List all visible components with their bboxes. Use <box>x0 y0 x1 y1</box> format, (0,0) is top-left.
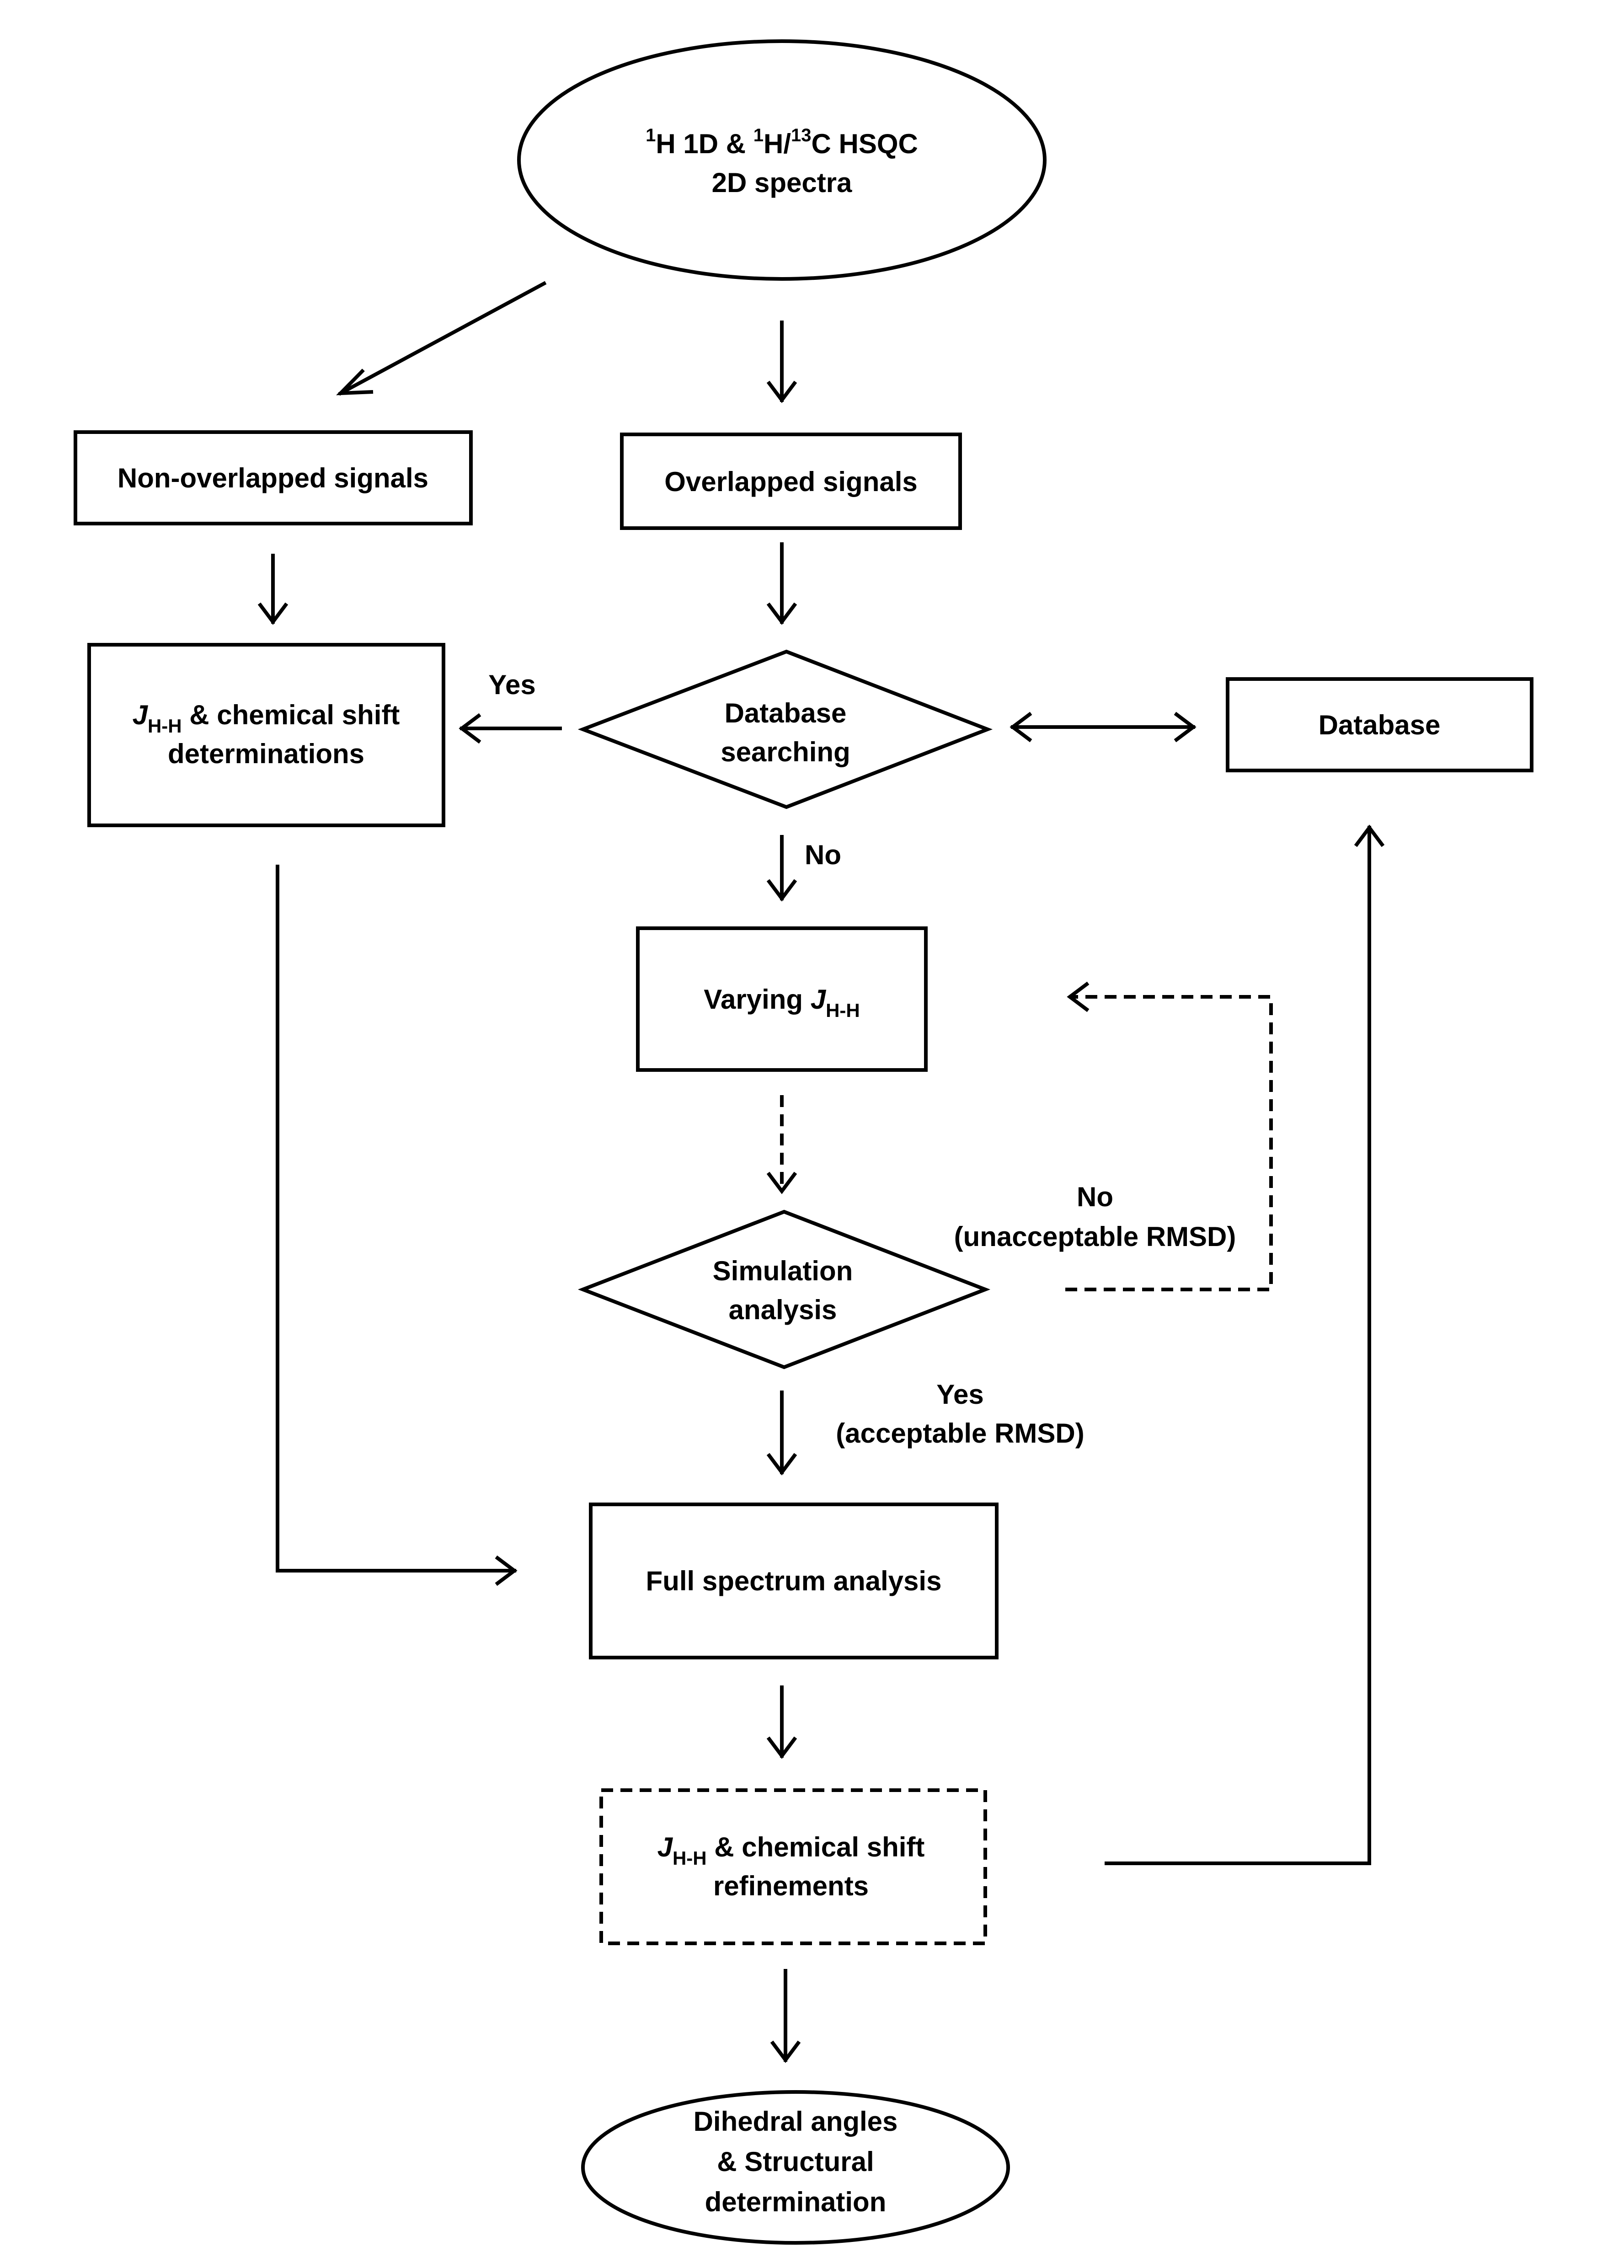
end-line2: & Structural <box>717 2146 874 2177</box>
arrow-varying-to-simulation <box>766 1095 797 1194</box>
label-yes-accept-line1: Yes <box>936 1379 983 1410</box>
overlapped-label: Overlapped signals <box>664 466 918 497</box>
arrow-db-search-database <box>1010 711 1197 743</box>
arrow-start-to-non-overlapped <box>336 281 547 396</box>
full-spectrum-node: Full spectrum analysis <box>589 1503 999 1659</box>
arrow-simulation-loop-no <box>1065 981 1273 1291</box>
jhh-det-line2: determinations <box>168 738 364 769</box>
start-part-b: H/ <box>764 128 791 159</box>
arrow-refinements-to-end <box>770 1969 801 2063</box>
varying-symbol: J <box>811 984 827 1015</box>
svg-text:JH-H & chemical shift: JH-H & chemical shift <box>133 700 400 737</box>
start-sup3: 13 <box>791 125 812 145</box>
varying-jhh-node: Varying JH-H <box>636 926 928 1072</box>
arrow-overlapped-to-db-search <box>766 542 797 625</box>
full-spectrum-label: Full spectrum analysis <box>646 1566 942 1596</box>
end-line1: Dihedral angles <box>694 2106 898 2137</box>
arrow-db-search-no <box>766 835 797 902</box>
arrow-start-to-overlapped <box>766 321 797 403</box>
arrow-non-overlapped-to-determinations <box>257 554 288 625</box>
database-label: Database <box>1319 710 1441 740</box>
label-no: No <box>805 840 841 870</box>
jhh-ref-symbol: J <box>657 1832 673 1862</box>
jhh-ref-sub: H-H <box>673 1847 707 1869</box>
varying-sub: H-H <box>826 1000 860 1021</box>
jhh-det-symbol: J <box>133 700 149 730</box>
arrow-refinements-to-database <box>1105 824 1385 1865</box>
database-node: Database <box>1226 677 1533 772</box>
jhh-det-rest: & chemical shift <box>182 700 400 730</box>
label-yes-accept-line2: (acceptable RMSD) <box>836 1418 1084 1449</box>
jhh-determinations-node: JH-H & chemical shift determinations <box>87 643 445 827</box>
start-part-a: H 1D & <box>656 128 753 159</box>
jhh-ref-line2: refinements <box>713 1871 869 1901</box>
jhh-det-sub: H-H <box>148 715 182 737</box>
label-no-loop-line1: No <box>1077 1182 1113 1212</box>
arrow-full-spectrum-to-refinements <box>766 1685 797 1759</box>
simulation-analysis-node: Simulation analysis <box>577 1209 991 1369</box>
non-overlapped-label: Non-overlapped signals <box>118 463 428 493</box>
start-sup1: 1 <box>646 125 656 145</box>
arrow-db-search-yes <box>459 713 562 744</box>
db-search-line1: Database <box>725 698 847 728</box>
db-search-line2: searching <box>721 737 850 767</box>
end-line3: determination <box>705 2187 887 2217</box>
start-node: 1H 1D & 1H/13C HSQC 2D spectra <box>517 39 1047 281</box>
jhh-ref-rest: & chemical shift <box>707 1832 925 1862</box>
svg-text:1H 1D & 1H/13C HSQC: 1H 1D & 1H/13C HSQC <box>646 125 918 159</box>
svg-text:Varying JH-H: Varying JH-H <box>704 984 860 1021</box>
arrow-determinations-to-full-spectrum <box>276 865 518 1586</box>
non-overlapped-node: Non-overlapped signals <box>74 430 473 525</box>
svg-text:JH-H & chemical shift: JH-H & chemical shift <box>657 1832 925 1869</box>
varying-prefix: Varying <box>704 984 810 1015</box>
sim-line2: analysis <box>729 1294 837 1325</box>
label-yes: Yes <box>488 669 535 700</box>
jhh-refinements-node: JH-H & chemical shift refinements <box>599 1788 987 1945</box>
arrow-simulation-yes <box>766 1391 797 1476</box>
start-sup2: 1 <box>753 125 764 145</box>
label-no-loop-line2: (unacceptable RMSD) <box>954 1221 1236 1252</box>
end-node: Dihedral angles & Structural determinati… <box>581 2090 1010 2245</box>
overlapped-node: Overlapped signals <box>620 433 962 530</box>
database-searching-node: Database searching <box>577 649 993 809</box>
start-part-c: C HSQC <box>812 128 918 159</box>
sim-line1: Simulation <box>713 1256 853 1286</box>
start-line2: 2D spectra <box>712 167 852 198</box>
